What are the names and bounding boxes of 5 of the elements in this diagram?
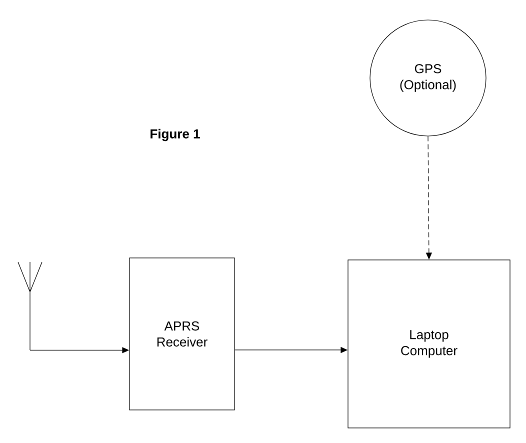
antenna-drawing bbox=[18, 262, 42, 350]
block-box: APRS Receiver bbox=[129, 258, 235, 410]
figure-title: Figure 1 bbox=[150, 128, 200, 142]
circle-node: GPS (Optional) bbox=[370, 20, 486, 136]
block-box: Laptop Computer bbox=[348, 260, 510, 428]
